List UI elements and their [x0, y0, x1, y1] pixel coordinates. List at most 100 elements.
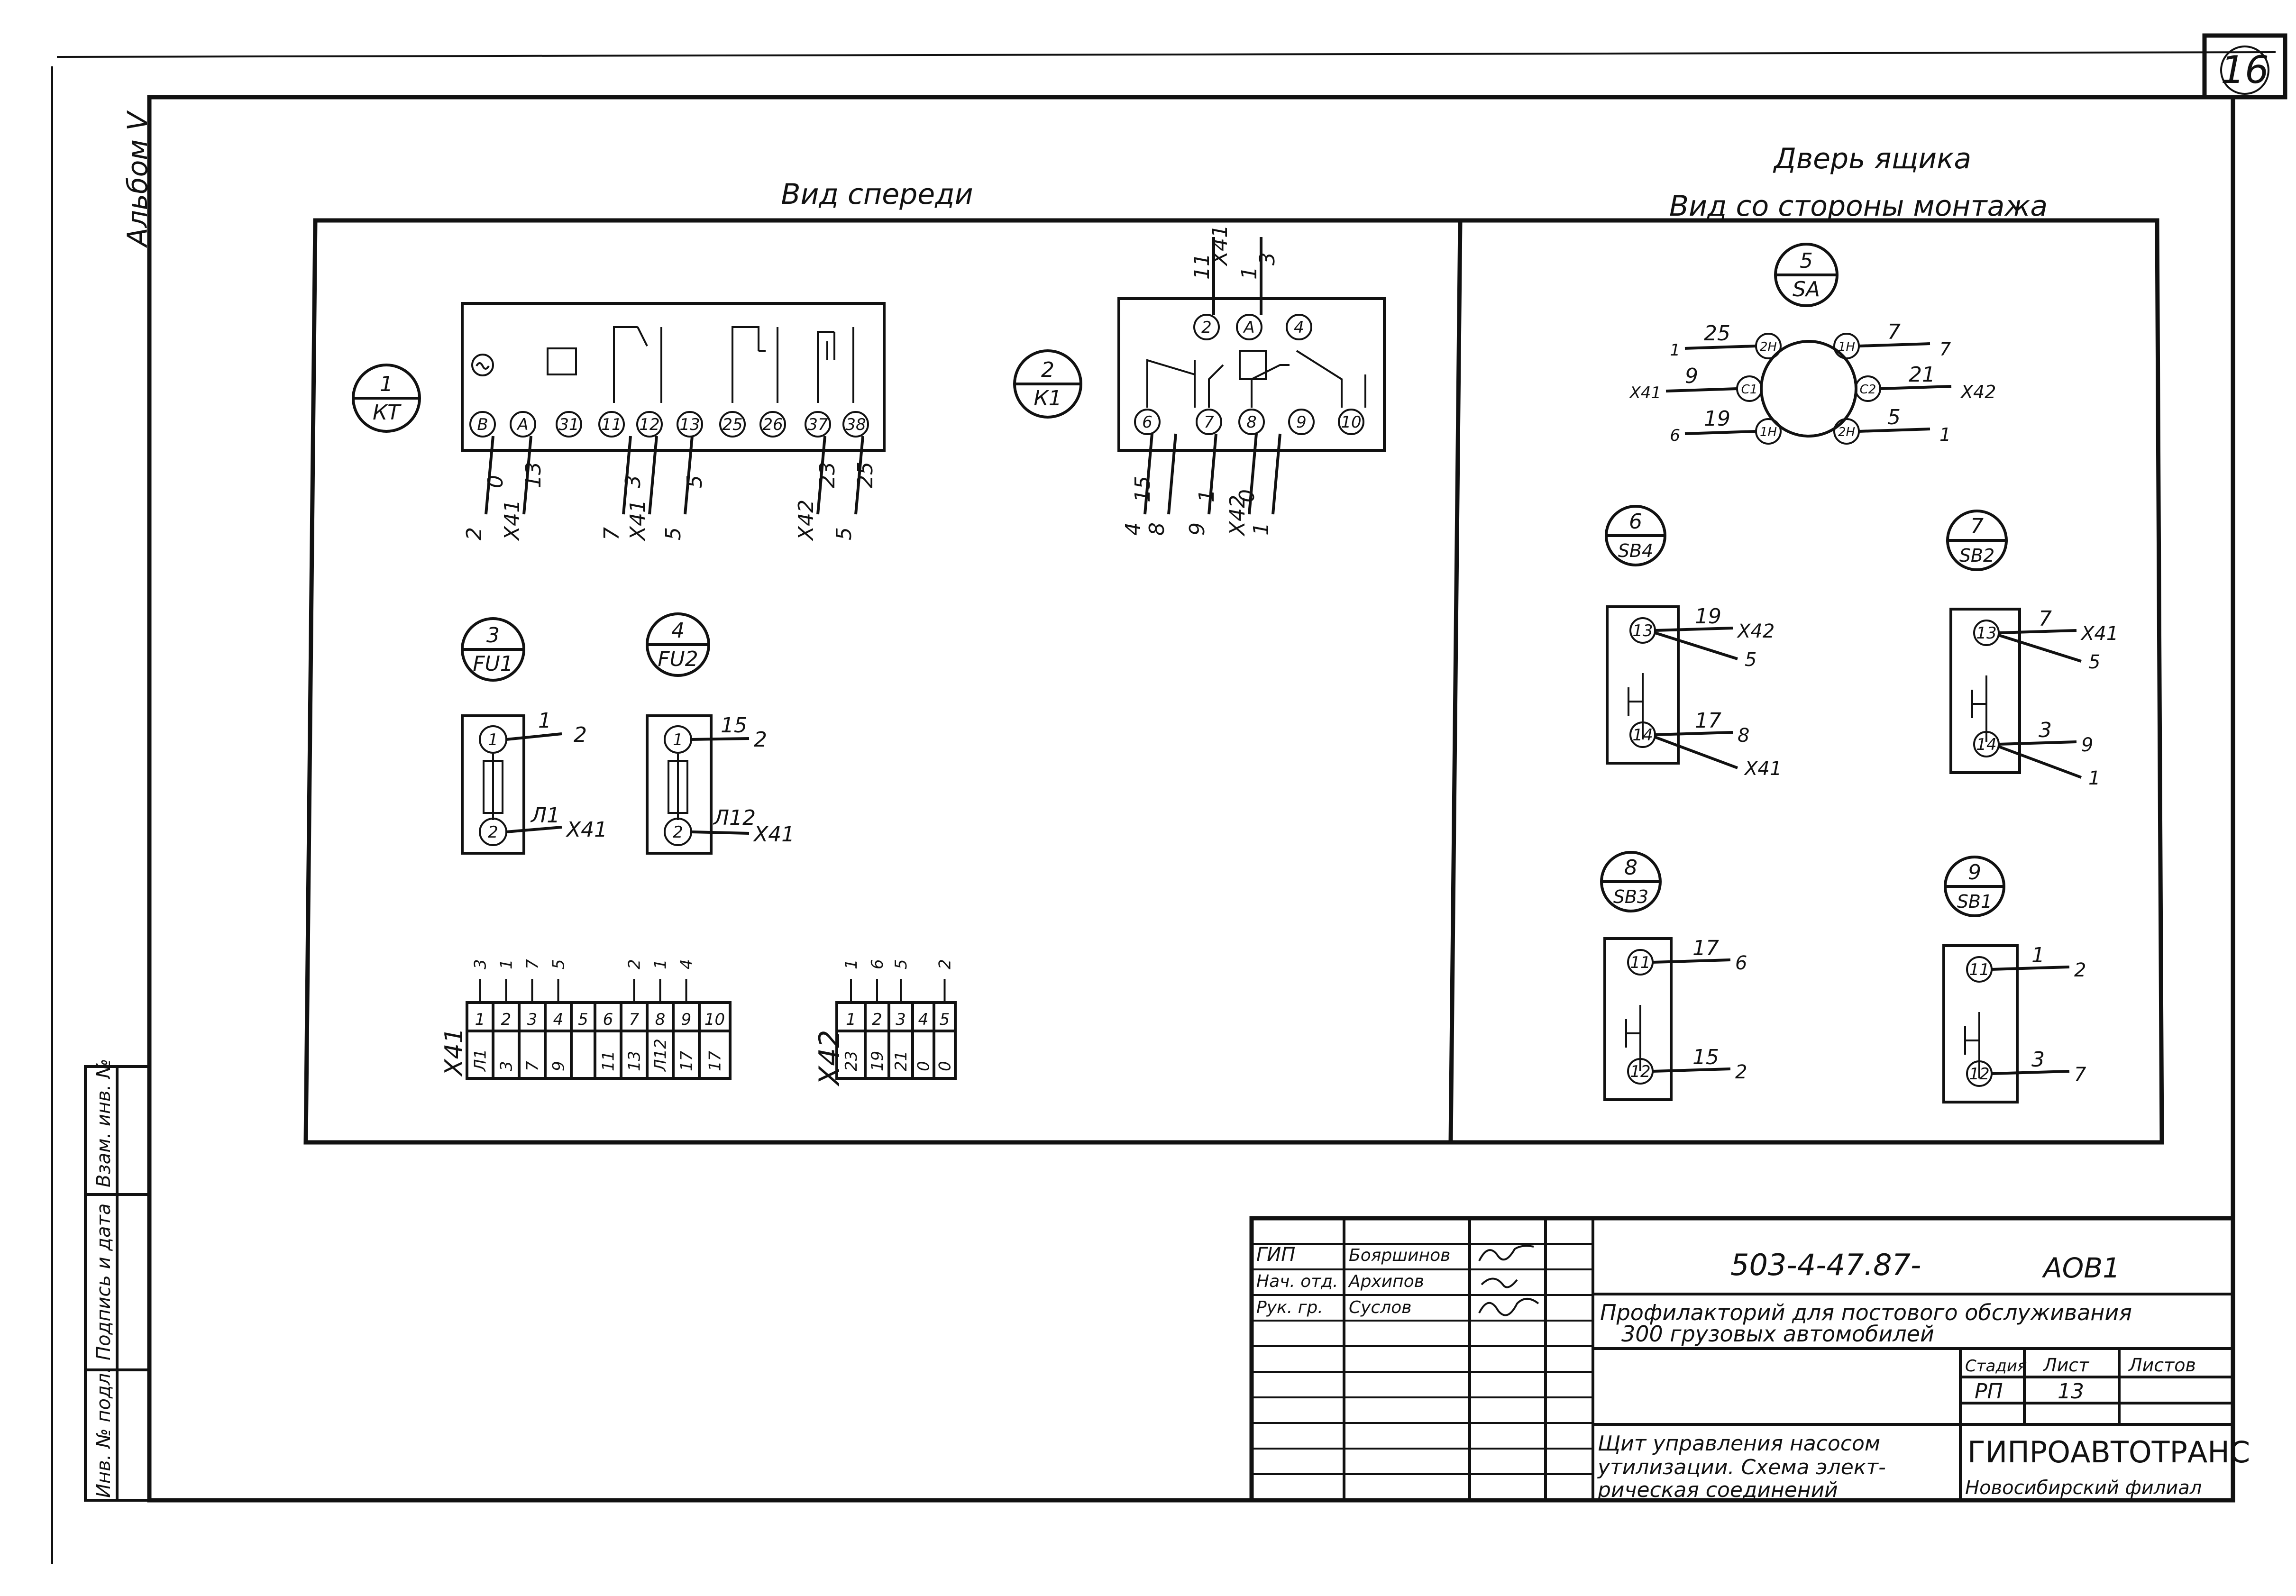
sa-contact-5: 1Н — [1755, 418, 1782, 445]
tb-sheet-header: Лист — [2042, 1355, 2090, 1376]
x41-top-4: 5 — [549, 959, 568, 969]
x41-cell-9: 917 — [672, 1001, 701, 1080]
button-3-top-terminal: 11 — [1627, 949, 1654, 976]
k1-top-terminal-3: 4 — [1286, 314, 1312, 340]
sa-contact-5-label: 1Н — [1760, 425, 1777, 439]
fu2-wire2-num: Л12 — [713, 806, 756, 830]
kt-terminal-1-label: В — [477, 415, 488, 434]
button-4-top-dest1: 2 — [2074, 959, 2086, 981]
k1-bottom-wire-4-num: 0 — [1235, 489, 1259, 502]
x41-cell-10: 10 17 — [698, 1001, 732, 1080]
tb-drawing-line3: рическая соединений — [1597, 1478, 1838, 1502]
k1-top-wire-1-dest: Х41 — [1208, 225, 1232, 266]
tb-document-code: 503-4-47.87- — [1730, 1248, 1921, 1282]
k1-bottom-wire-5-dest: 1 — [1249, 522, 1273, 536]
k1-bottom-terminal-2: 7 — [1196, 409, 1222, 435]
button-2-top-num: 7 — [2039, 607, 2052, 631]
kt-terminal-9: 37 — [805, 411, 831, 438]
k1-top-wire-2-num: 1 — [1237, 266, 1262, 280]
kt-terminal-10: 38 — [842, 411, 869, 438]
k1-ref-badge: 2 К1 — [1013, 349, 1082, 419]
button-3-top-num: 17 — [1692, 936, 1719, 960]
k1-top-terminal-3-label: 4 — [1294, 318, 1304, 337]
x41-cell-6: 611 — [594, 1001, 622, 1080]
kt-wire-3-num: 3 — [621, 475, 645, 488]
x41-bottom-1: Л1 — [471, 1049, 490, 1072]
k1-bottom-terminal-5-label: 10 — [1341, 413, 1361, 432]
x41-bottom-2: 3 — [497, 1061, 516, 1071]
kt-terminal-5: 12 — [636, 411, 663, 438]
k1-code: К1 — [1034, 386, 1061, 410]
tb-project-line1: Профилакторий для постового обслуживания — [1600, 1300, 2132, 1325]
x41-cell-3: 37 — [518, 1001, 547, 1080]
album-label: Альбом Ⅴ — [121, 110, 154, 248]
fu1-terminal-2: 2 — [488, 823, 498, 842]
x41-top-7: 2 — [625, 959, 644, 969]
x41-cell-7: 713 — [620, 1001, 649, 1080]
k1-top-wire-2-dest: 3 — [1255, 252, 1280, 265]
kt-terminal-6-label: 13 — [679, 415, 700, 434]
button-1-top-num: 19 — [1695, 604, 1721, 629]
sa-contact-6: 2Н — [1833, 418, 1860, 445]
x42-bottom-5: 0 — [936, 1061, 955, 1071]
button-4-bottom-dest1: 7 — [2074, 1064, 2086, 1085]
x41-top-8: 1 — [651, 959, 670, 969]
door-title: Дверь ящика — [1773, 142, 1971, 175]
sa-right-2-dest: Х42 — [1960, 382, 1996, 402]
x41-cell-5: 5 — [570, 1001, 596, 1080]
fu2-wire2-dest: Х41 — [753, 822, 795, 847]
sa-contact-6-label: 2Н — [1838, 425, 1855, 439]
x41-bottom-10: 17 — [706, 1050, 725, 1071]
x41-terminal-2: 2 — [501, 1010, 512, 1029]
tb-drawing-line1: Щит управления насосом — [1598, 1432, 1880, 1456]
kt-terminal-4: 11 — [598, 411, 625, 438]
x42-top-1: 1 — [842, 959, 861, 969]
x41-label: Х41 — [440, 1028, 468, 1077]
sa-left-1-dest: 1 — [1670, 341, 1680, 360]
x41-terminal-6: 6 — [603, 1010, 613, 1029]
sa-contact-2-label: 1Н — [1838, 340, 1855, 354]
button-1-bottom-num: 17 — [1695, 709, 1721, 733]
tb-role-2: Нач. отд. — [1256, 1272, 1338, 1291]
x42-bottom-1: 23 — [842, 1051, 861, 1071]
k1-bottom-wire-3-dest: 9 — [1185, 522, 1209, 536]
front-view-title: Вид спереди — [781, 178, 973, 211]
x41-bottom-3: 7 — [523, 1061, 542, 1071]
fuse-fu2: 4 FU2 1 2 15 2 Л12 Х41 — [646, 612, 795, 855]
fu1-ref-badge: 3 FU1 — [461, 617, 525, 682]
kt-terminal-8-label: 26 — [762, 415, 783, 434]
kt-wire-2-dest: Х41 — [500, 500, 524, 541]
tb-project-line2: 300 грузовых автомобилей — [1621, 1321, 1934, 1347]
x41-terminal-10: 10 — [704, 1010, 725, 1029]
kt-terminal-2-label: А — [516, 415, 528, 434]
fu2-wire1-num: 15 — [721, 713, 747, 738]
x42-top-3: 5 — [892, 959, 911, 969]
kt-wire-6-num: 23 — [815, 462, 840, 488]
button-4-code: SB1 — [1957, 891, 1992, 912]
x41-terminal-8: 8 — [655, 1010, 666, 1029]
x42-terminal-1: 1 — [846, 1010, 856, 1029]
x42-terminal-4: 4 — [918, 1010, 929, 1029]
kt-terminal-9-label: 37 — [807, 415, 828, 434]
button-2-bottom-num: 3 — [2039, 718, 2052, 742]
button-2-code: SB2 — [1959, 545, 1994, 566]
x41-top-9: 4 — [677, 959, 696, 969]
k1-bottom-terminal-2-label: 7 — [1204, 413, 1214, 432]
button-3-ref: 8 — [1624, 856, 1637, 880]
kt-wire-7-num: 25 — [853, 462, 878, 488]
k1-bottom-terminal-5: 10 — [1338, 409, 1364, 435]
fu2-ref: 4 — [671, 619, 685, 643]
button-1-code: SB4 — [1618, 540, 1653, 561]
button-2-bottom-dest2: 1 — [2088, 767, 2100, 789]
kt-terminal-3-label: 31 — [558, 415, 579, 434]
button-3-bottom-num: 15 — [1692, 1045, 1719, 1069]
tb-stage: РП — [1975, 1379, 2003, 1404]
